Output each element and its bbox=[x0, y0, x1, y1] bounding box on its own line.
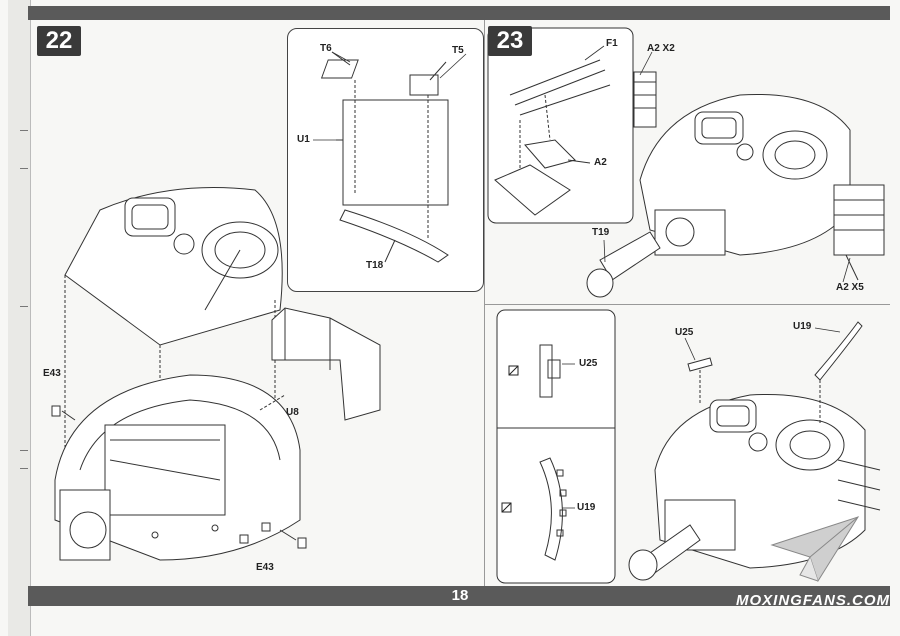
step-divider-vertical bbox=[484, 20, 485, 586]
label-u19: U19 bbox=[793, 321, 812, 332]
label-a2: A2 bbox=[594, 157, 607, 168]
turret-body-drawing bbox=[54, 374, 301, 561]
top-header-bar bbox=[28, 6, 890, 20]
e43-part-drawing bbox=[51, 405, 307, 549]
label-e43-top: E43 bbox=[43, 368, 61, 379]
label-u19-detail: U19 bbox=[577, 502, 596, 513]
binder-margin bbox=[8, 0, 31, 636]
label-t5: T5 bbox=[452, 45, 464, 56]
bottom-footer-bar bbox=[28, 586, 890, 606]
step-23-number: 23 bbox=[488, 26, 532, 56]
label-t18: T18 bbox=[366, 260, 384, 271]
turret-assembled-drawing bbox=[586, 93, 851, 298]
label-u25-detail: U25 bbox=[579, 358, 598, 369]
turret-final-drawing bbox=[628, 321, 881, 581]
paint-marker-icons bbox=[501, 365, 519, 513]
page-number: 18 bbox=[451, 587, 469, 604]
track-links-drawing bbox=[633, 71, 885, 281]
f1-sprue-drawing bbox=[487, 27, 634, 224]
label-a2-x2: A2 X2 bbox=[647, 43, 675, 54]
label-a2-x5: A2 X5 bbox=[836, 282, 864, 293]
step-22-number: 22 bbox=[37, 26, 81, 56]
label-t6: T6 bbox=[320, 43, 332, 54]
label-u25: U25 bbox=[675, 327, 694, 338]
u1-part-drawing bbox=[320, 51, 449, 263]
paper-plane-logo bbox=[770, 516, 860, 583]
label-f1: F1 bbox=[606, 38, 618, 49]
label-u1: U1 bbox=[297, 134, 310, 145]
leader-lines bbox=[313, 45, 851, 509]
u25-u19-detail-drawing bbox=[496, 309, 616, 584]
u8-part-drawing bbox=[259, 307, 381, 421]
label-t19: T19 bbox=[592, 227, 610, 238]
step-divider-horizontal bbox=[484, 304, 890, 305]
label-e43-bottom: E43 bbox=[256, 562, 274, 573]
site-watermark: MOXINGFANS.COM bbox=[736, 592, 891, 609]
label-u8: U8 bbox=[286, 407, 299, 418]
